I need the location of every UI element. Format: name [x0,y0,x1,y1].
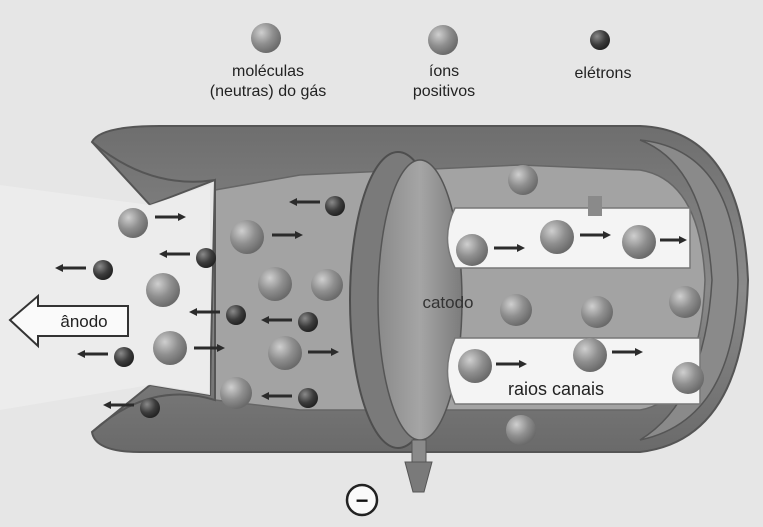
electron [93,260,113,280]
legend-ion-swatch [428,25,458,55]
negative-terminal: − [347,485,377,515]
ion [573,338,607,372]
legend-molecule-label-1: moléculas [232,63,304,80]
legend-electron-label: elétrons [575,65,632,82]
legend-electron-swatch [590,30,610,50]
molecule [669,286,701,318]
anode-opening [0,185,210,410]
ion [458,349,492,383]
cathode-lead [405,462,432,492]
molecule [581,296,613,328]
cathode-stem [412,440,426,462]
legend-molecule-label-2: (neutras) do gás [210,83,327,100]
molecule [118,208,148,238]
cathode-label: catodo [422,293,473,312]
legend-molecule-swatch [251,23,281,53]
molecule [268,336,302,370]
molecule [311,269,343,301]
legend: moléculas (neutras) do gás íons positivo… [210,23,632,100]
upper-channel-notch [588,196,602,216]
electron [298,312,318,332]
legend-ion-label-2: positivos [413,83,475,100]
electron [226,305,246,325]
negative-terminal-sign: − [356,488,369,513]
electron [298,388,318,408]
molecule [258,267,292,301]
molecule [672,362,704,394]
molecule [153,331,187,365]
molecule [500,294,532,326]
molecule [230,220,264,254]
molecule [146,273,180,307]
molecule [508,165,538,195]
molecule [506,415,536,445]
electron [140,398,160,418]
ion [540,220,574,254]
anode-label: ânodo [60,312,107,331]
legend-ion-label-1: íons [429,63,459,80]
electron [196,248,216,268]
ion [622,225,656,259]
canal-rays-label: raios canais [508,379,604,399]
electron [114,347,134,367]
molecule [220,377,252,409]
ion [456,234,488,266]
electron [325,196,345,216]
